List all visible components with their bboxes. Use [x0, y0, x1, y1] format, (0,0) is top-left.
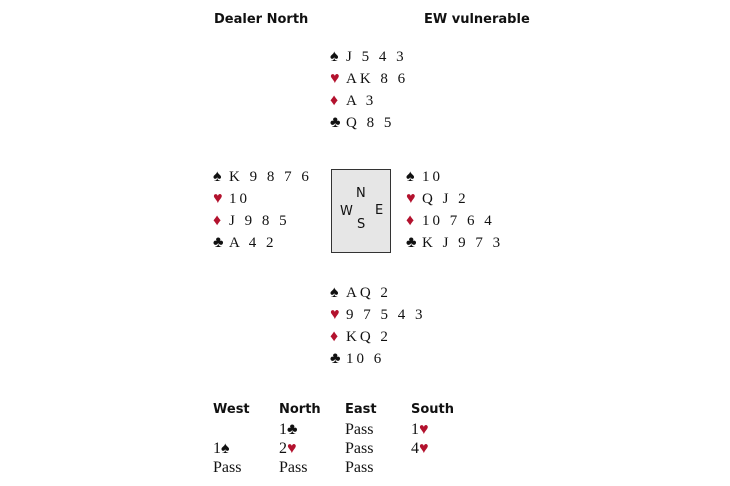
south-spades: ♠ AQ 2: [330, 282, 426, 304]
diamond-icon: ♦: [330, 92, 339, 109]
cards: 10: [229, 191, 250, 207]
bid-level: 1: [279, 421, 287, 438]
cards: A 3: [346, 93, 377, 109]
auction-call: Pass: [345, 440, 374, 457]
auction-header: North: [279, 402, 321, 417]
cards: KQ 2: [346, 329, 391, 345]
auction-column-south: South 1♥4♥: [411, 402, 477, 458]
cards: J 9 8 5: [229, 213, 290, 229]
compass-east: E: [375, 203, 384, 218]
south-hearts: ♥ 9 7 5 4 3: [330, 304, 426, 326]
east-clubs: ♣ K J 9 7 3: [406, 232, 503, 254]
heart-icon: ♥: [406, 190, 416, 207]
bid-level: 4: [411, 440, 419, 457]
club-icon: ♣: [330, 114, 341, 131]
cards: AK 8 6: [346, 71, 409, 87]
heart-icon: ♥: [419, 440, 429, 457]
auction-header: South: [411, 402, 455, 417]
north-hand: ♠ J 5 4 3 ♥ AK 8 6 ♦ A 3 ♣ Q 8 5: [330, 46, 408, 134]
west-hand: ♠ K 9 8 7 6 ♥ 10 ♦ J 9 8 5 ♣ A 4 2: [213, 166, 312, 254]
bid-level: 2: [279, 440, 287, 457]
spade-icon: ♠: [221, 440, 230, 457]
heart-icon: ♥: [213, 190, 223, 207]
north-clubs: ♣ Q 8 5: [330, 112, 408, 134]
auction-call: Pass: [279, 459, 308, 476]
spade-icon: ♠: [330, 48, 339, 65]
auction-call: Pass: [213, 459, 242, 476]
club-icon: ♣: [287, 421, 298, 438]
diamond-icon: ♦: [406, 212, 415, 229]
compass-west: W: [340, 204, 353, 219]
dealer-label: Dealer North: [214, 12, 309, 27]
west-diamonds: ♦ J 9 8 5: [213, 210, 312, 232]
west-hearts: ♥ 10: [213, 188, 312, 210]
south-clubs: ♣ 10 6: [330, 348, 426, 370]
east-hand: ♠ 10 ♥ Q J 2 ♦ 10 7 6 4 ♣ K J 9 7 3: [406, 166, 503, 254]
heart-icon: ♥: [419, 421, 429, 438]
auction-call: 1♥: [411, 420, 477, 439]
compass-box: N W E S: [331, 169, 391, 253]
cards: 10: [422, 169, 443, 185]
east-diamonds: ♦ 10 7 6 4: [406, 210, 503, 232]
cards: 10 6: [346, 351, 385, 367]
vulnerability-label: EW vulnerable: [424, 12, 530, 27]
south-hand: ♠ AQ 2 ♥ 9 7 5 4 3 ♦ KQ 2 ♣ 10 6: [330, 282, 426, 370]
compass-north: N: [356, 186, 366, 201]
north-hearts: ♥ AK 8 6: [330, 68, 408, 90]
west-clubs: ♣ A 4 2: [213, 232, 312, 254]
north-diamonds: ♦ A 3: [330, 90, 408, 112]
auction-call: 1♠: [213, 439, 279, 458]
spade-icon: ♠: [406, 168, 415, 185]
auction-call: [213, 420, 279, 439]
bid-level: 1: [213, 440, 221, 457]
club-icon: ♣: [213, 234, 224, 251]
auction-call: Pass: [345, 421, 374, 438]
cards: 10 7 6 4: [422, 213, 495, 229]
club-icon: ♣: [406, 234, 417, 251]
cards: K 9 8 7 6: [229, 169, 312, 185]
auction-call: 4♥: [411, 439, 477, 458]
club-icon: ♣: [330, 350, 341, 367]
north-spades: ♠ J 5 4 3: [330, 46, 408, 68]
cards: AQ 2: [346, 285, 391, 301]
west-spades: ♠ K 9 8 7 6: [213, 166, 312, 188]
east-spades: ♠ 10: [406, 166, 503, 188]
heart-icon: ♥: [330, 70, 340, 87]
cards: Q J 2: [422, 191, 469, 207]
auction-call: Pass: [345, 459, 374, 476]
auction-header: West: [213, 402, 250, 417]
auction-header: East: [345, 402, 377, 417]
cards: K J 9 7 3: [422, 235, 504, 251]
spade-icon: ♠: [330, 284, 339, 301]
auction-call: 2♥: [279, 439, 345, 458]
cards: Q 8 5: [346, 115, 395, 131]
diamond-icon: ♦: [213, 212, 222, 229]
heart-icon: ♥: [287, 440, 297, 457]
south-diamonds: ♦ KQ 2: [330, 326, 426, 348]
diamond-icon: ♦: [330, 328, 339, 345]
bid-level: 1: [411, 421, 419, 438]
cards: A 4 2: [229, 235, 277, 251]
heart-icon: ♥: [330, 306, 340, 323]
auction-call: 1♣: [279, 420, 345, 439]
east-hearts: ♥ Q J 2: [406, 188, 503, 210]
cards: J 5 4 3: [346, 49, 407, 65]
compass-south: S: [357, 217, 366, 232]
cards: 9 7 5 4 3: [346, 307, 426, 323]
spade-icon: ♠: [213, 168, 222, 185]
